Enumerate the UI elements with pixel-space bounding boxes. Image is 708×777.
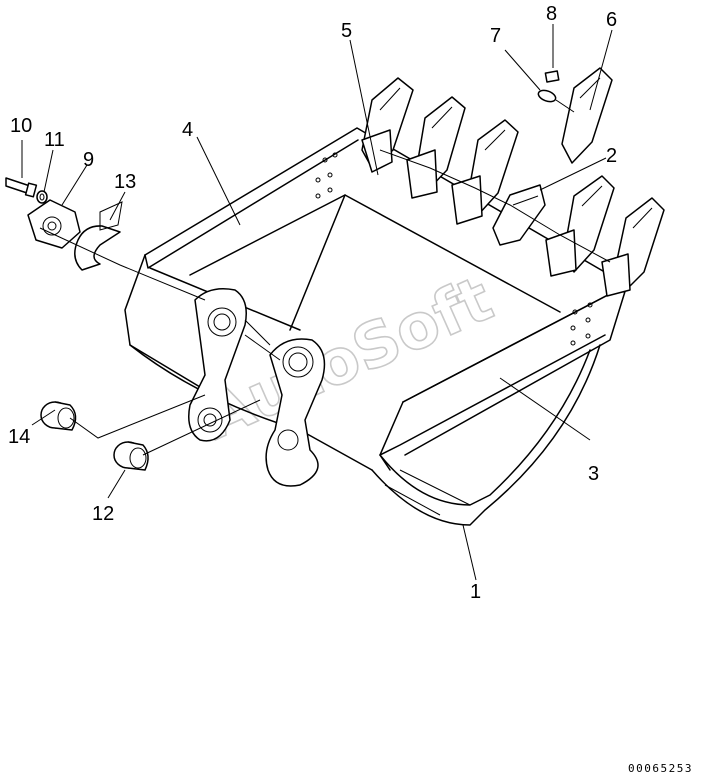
- tooth-5: [545, 175, 615, 277]
- callout-7: 7: [490, 25, 501, 47]
- tooth-1: [361, 77, 414, 173]
- callout-10: 10: [10, 115, 32, 137]
- tooth-2: [406, 96, 466, 199]
- bucket-teeth: [361, 67, 665, 297]
- callouts: 1 2 3 4 5 6 7 8 9 10 11 12 13 14: [8, 3, 617, 603]
- callout-1: 1: [470, 581, 481, 603]
- callout-13: 13: [114, 171, 136, 193]
- callout-4: 4: [182, 119, 193, 141]
- adapter: [492, 184, 546, 246]
- callout-9: 9: [83, 149, 94, 171]
- tooth-pin-and-lock: [537, 70, 575, 113]
- callout-5: 5: [341, 20, 352, 42]
- tooth-6: [601, 197, 665, 297]
- callout-2: 2: [606, 145, 617, 167]
- mounting-brackets: [188, 288, 326, 487]
- side-hardware: [5, 177, 261, 471]
- callout-12: 12: [92, 503, 114, 525]
- tooth-4: [561, 67, 613, 164]
- callout-3: 3: [588, 463, 599, 485]
- callout-11: 11: [44, 129, 65, 151]
- callout-8: 8: [546, 3, 557, 25]
- leader-lines: [21, 24, 613, 581]
- watermark: AutoSoft: [191, 262, 502, 454]
- callout-6: 6: [606, 9, 617, 31]
- callout-14: 14: [8, 426, 30, 448]
- drawing-number: 00065253: [628, 762, 693, 775]
